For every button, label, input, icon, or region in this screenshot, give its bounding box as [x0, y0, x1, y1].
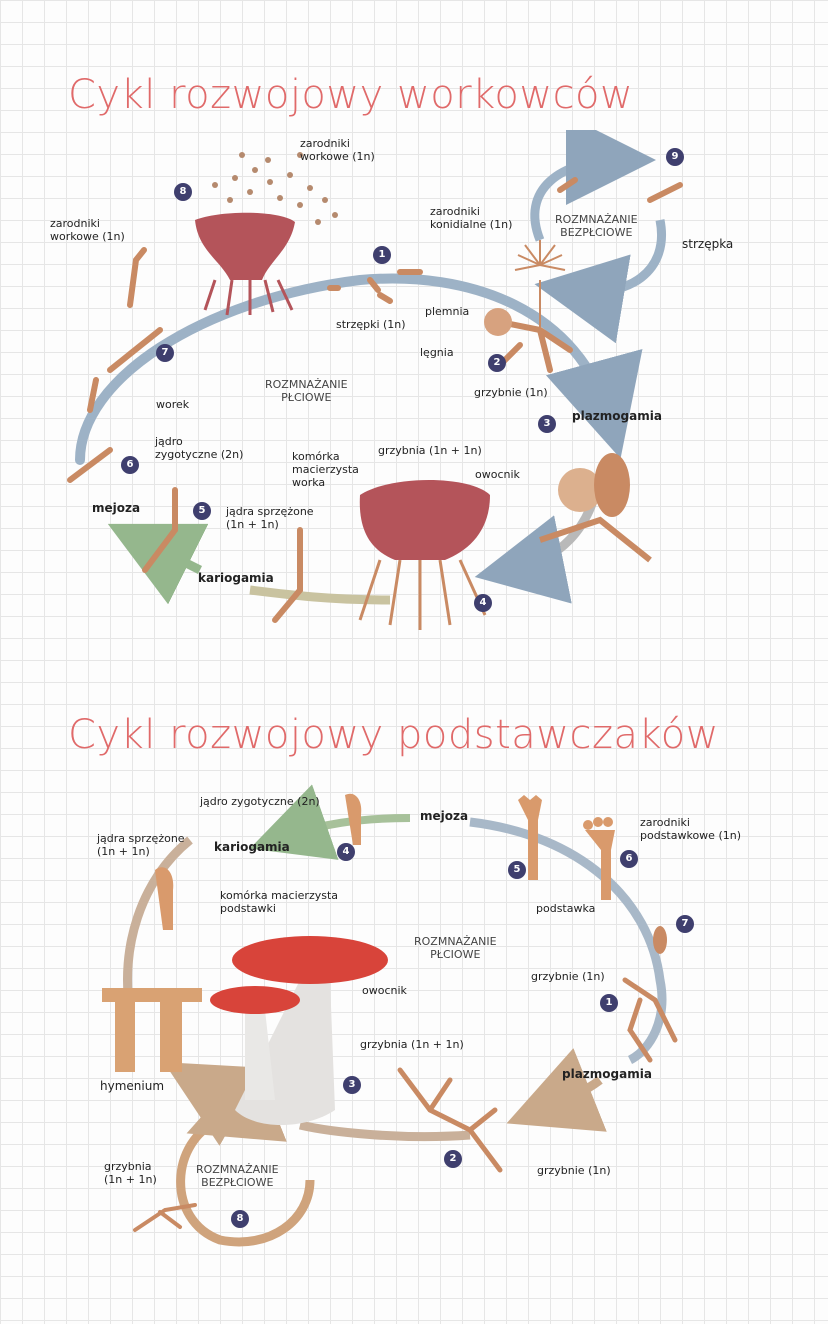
left-arc-tan [123, 836, 193, 1011]
step-badge-9: 9 [666, 148, 684, 166]
label-hypha: strzępka [682, 237, 734, 251]
label-fruiting-body: owocnik [475, 468, 520, 481]
label-dikaryotic-nuclei: jądra sprzężone (1n + 1n) [226, 505, 314, 531]
step-badge-b3: 3 [343, 1076, 361, 1094]
step-badge-3: 3 [538, 415, 556, 433]
label-oogonium: lęgnia [420, 346, 454, 359]
page-title-ascomycetes: Cykl rozwojowy workowców [68, 72, 634, 118]
label-ascospores-top: zarodniki workowe (1n) [300, 137, 375, 163]
bottom-arc-tan [298, 1120, 471, 1142]
label-mycelia-1n-top: grzybnie (1n) [531, 970, 605, 983]
step-badge-7: 7 [156, 344, 174, 362]
asexual-loop-arrow [176, 1058, 315, 1247]
conidiophore [514, 240, 566, 330]
asexual-loop-arrow [530, 130, 656, 242]
label-plasmogamy-2: plazmogamia [562, 1067, 652, 1081]
label-fruiting-body-2: owocnik [362, 984, 407, 997]
mycelium-1n [622, 977, 678, 1063]
asexual-loop-arrow-2 [534, 219, 666, 344]
label-antheridium: plemnia [425, 305, 470, 318]
step-badge-1: 1 [373, 246, 391, 264]
label-sexual-reproduction: ROZMNAŻANIE PŁCIOWE [265, 378, 348, 404]
basidiomycetes-cycle-diagram [102, 784, 678, 1247]
ascocarp-top [195, 212, 295, 316]
step-badge-b8: 8 [231, 1210, 249, 1228]
zygote-basidium [345, 793, 362, 845]
label-basidiospores: zarodniki podstawkowe (1n) [640, 816, 741, 842]
oogonium [484, 308, 512, 336]
label-karyogamy: kariogamia [198, 571, 274, 585]
dikaryotic-basidium [155, 867, 174, 930]
plazmogamia-arrow [506, 1048, 607, 1132]
step-badge-b4: 4 [337, 843, 355, 861]
label-mycelia-1n-bottom: grzybnie (1n) [537, 1164, 611, 1177]
hymenium-arrow [163, 1062, 265, 1146]
label-hymenium: hymenium [100, 1079, 165, 1093]
label-meiosis-2: mejoza [420, 809, 469, 823]
hymenium-structure [102, 988, 202, 1072]
basidiospore [653, 926, 667, 954]
hyphae-fragments [67, 177, 683, 623]
label-zygotic-nucleus-2: jądro zygotyczne (2n) [200, 795, 320, 808]
label-ascus-mother-cell: komórka macierzysta worka [292, 450, 359, 489]
label-meiosis: mejoza [92, 501, 141, 515]
label-plasmogamy: plazmogamia [572, 409, 662, 423]
label-dikaryotic-mycelium-2: grzybnia (1n + 1n) [360, 1038, 464, 1051]
plasmogamy-structure [539, 453, 652, 563]
mycelium-asexual [133, 1203, 197, 1232]
label-basidium: podstawka [536, 902, 596, 915]
step-badge-6: 6 [121, 456, 139, 474]
label-dikaryotic-nuclei-2: jądra sprzężone (1n + 1n) [97, 832, 185, 858]
step-badge-b7: 7 [676, 915, 694, 933]
step-badge-b6: 6 [620, 850, 638, 868]
fly-agaric-mushrooms [210, 936, 388, 1125]
label-ascospores-left: zarodniki workowe (1n) [50, 217, 125, 243]
label-conidia: zarodniki konidialne (1n) [430, 205, 513, 231]
step-badge-4: 4 [474, 594, 492, 612]
label-basidium-mother-cell: komórka macierzysta podstawki [220, 889, 339, 915]
ascospores-cloud [212, 152, 338, 225]
mycelium-1n1n [397, 1067, 503, 1173]
ascocarp-bottom [358, 480, 490, 630]
top-arc-green [249, 784, 411, 860]
label-dikaryotic-mycelium: grzybnia (1n + 1n) [378, 444, 482, 457]
label-mycelium-left: grzybnia (1n + 1n) [104, 1160, 157, 1186]
step-badge-2: 2 [488, 354, 506, 372]
right-arc-blue [469, 817, 667, 1065]
label-hyphae-1n: strzępki (1n) [336, 318, 406, 331]
step-badge-b1: 1 [600, 994, 618, 1012]
label-zygotic-nucleus: jądro zygotyczne (2n) [155, 435, 244, 461]
label-ascus: worek [156, 398, 190, 411]
step-badge-b2: 2 [444, 1150, 462, 1168]
basidium-meiosis [518, 795, 542, 880]
label-karyogamy-2: kariogamia [214, 840, 290, 854]
step-badge-8: 8 [174, 183, 192, 201]
ascomycetes-cycle-diagram [67, 130, 683, 630]
step-badge-5: 5 [193, 502, 211, 520]
label-mycelia-1n: grzybnie (1n) [474, 386, 548, 399]
label-asexual-reproduction: ROZMNAŻANIE BEZPŁCIOWE [555, 213, 638, 239]
page-title-basidiomycetes: Cykl rozwojowy podstawczaków [68, 712, 719, 758]
sexual-cycle-arc [75, 273, 643, 465]
mejoza-arrow [107, 523, 209, 605]
basidium-spores [583, 817, 615, 900]
step-badge-b5: 5 [508, 861, 526, 879]
label-sexual-reproduction-2: ROZMNAŻANIE PŁCIOWE [414, 935, 497, 961]
kariogamia-arrow [249, 585, 391, 605]
label-asexual-reproduction-2: ROZMNAŻANIE BEZPŁCIOWE [196, 1163, 279, 1189]
